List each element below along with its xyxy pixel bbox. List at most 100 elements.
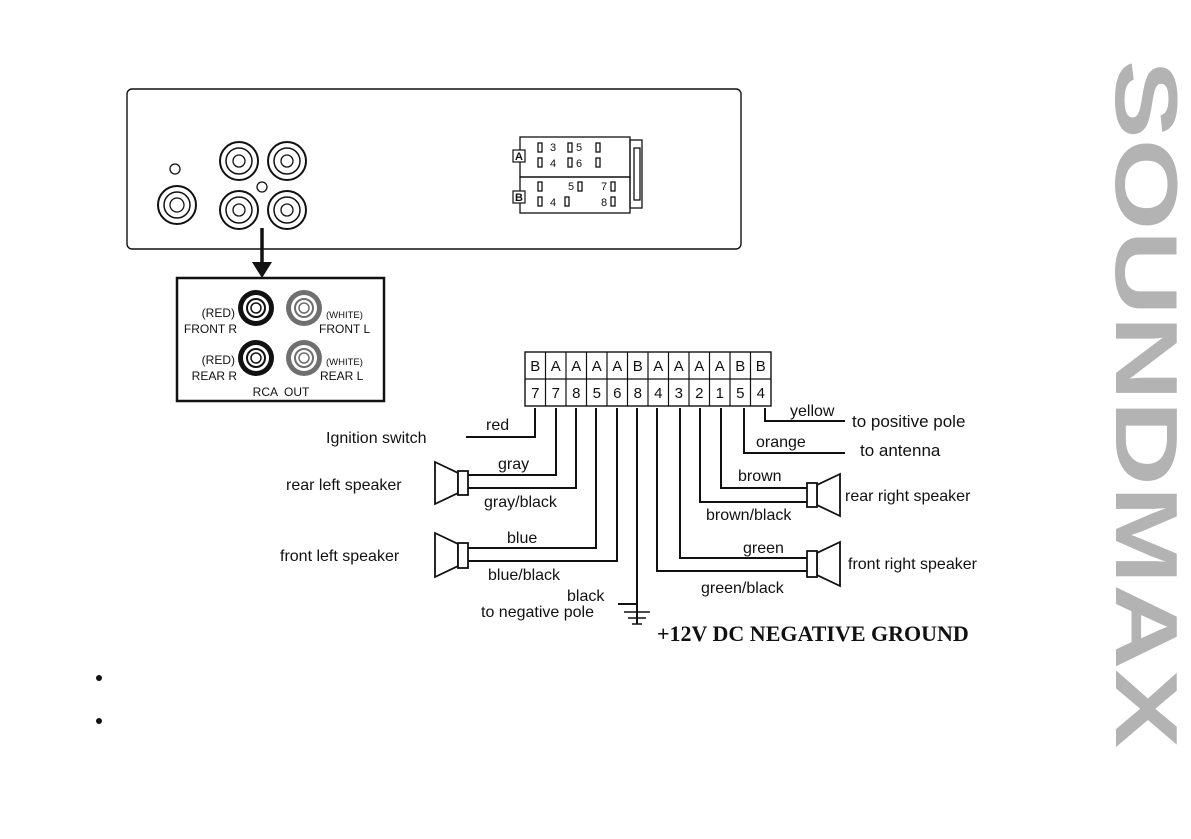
connector-pin-number: 5 <box>593 385 601 402</box>
rca-jack-rear-r <box>238 340 274 376</box>
wire-brown <box>720 408 810 489</box>
bullet-point <box>96 675 102 681</box>
wire-label-red: red <box>486 417 509 434</box>
rca-front-r-color: (RED) <box>202 306 235 320</box>
speaker-icon <box>806 472 841 518</box>
wire-label-orange: orange <box>756 434 806 451</box>
wire-blue-black <box>466 408 618 562</box>
panel-rca-jack <box>267 141 307 181</box>
wire-label-brown: brown <box>738 468 782 485</box>
ground-symbol <box>624 604 650 625</box>
rca-jack-front-l <box>286 290 322 326</box>
negative-pole-label: to negative pole <box>481 604 594 621</box>
wire-label-green-black: green/black <box>701 580 785 597</box>
connector-socket-letter: A <box>715 358 725 375</box>
rca-out-caption: RCA OUT <box>253 385 310 399</box>
rca-rear-r-color: (RED) <box>202 353 235 367</box>
connector-pin-number: 2 <box>695 385 703 402</box>
wire-orange <box>743 408 845 454</box>
speaker-icon <box>434 531 469 579</box>
rca-rear-l-label: REAR L <box>320 369 364 383</box>
connector-pin-number: 4 <box>654 385 662 402</box>
connector-pin-number: 4 <box>757 385 765 402</box>
wire-label-gray-black: gray/black <box>484 494 558 511</box>
connector-socket-letter: A <box>694 358 704 375</box>
connector-socket-letter: A <box>612 358 622 375</box>
connector-pin-number: 8 <box>634 385 642 402</box>
wire-label-gray: gray <box>498 456 529 473</box>
connector-socket-letter: A <box>551 358 561 375</box>
wire-yellow <box>764 408 845 422</box>
socket-b-label: B <box>515 192 523 204</box>
socket-a-pin: 5 <box>576 142 582 154</box>
head-unit-rear-panel: A B 3 5 4 6 5 7 4 8 <box>126 88 742 250</box>
panel-rca-jack <box>267 190 307 230</box>
socket-b-pin: 4 <box>550 197 556 209</box>
bullet-point <box>96 718 102 724</box>
panel-small-hole <box>169 163 181 175</box>
connector-pin-number: 7 <box>552 385 560 402</box>
wire-gray-black <box>466 408 577 489</box>
wires <box>466 408 845 605</box>
rear-right-speaker-label: rear right speaker <box>845 488 971 505</box>
connector-socket-letter: A <box>592 358 602 375</box>
rca-front-r-label: FRONT R <box>184 322 237 336</box>
front-right-speaker-label: front right speaker <box>848 556 978 573</box>
wire-black <box>618 408 638 605</box>
connector-socket-letter: A <box>571 358 581 375</box>
rca-out-detail: (RED) FRONT R (WHITE) FRONT L (RED) REAR… <box>175 276 386 403</box>
diagram-title: +12V DC NEGATIVE GROUND <box>657 621 969 646</box>
panel-center-hole <box>256 181 268 193</box>
speaker-icon <box>806 540 841 588</box>
wire-brown-black <box>699 408 810 503</box>
wire-gray <box>466 408 557 476</box>
panel-rca-jack <box>219 190 259 230</box>
socket-b-pin: 7 <box>601 181 607 193</box>
connector-socket-letter: B <box>530 358 540 375</box>
connector-socket-letter: A <box>653 358 663 375</box>
wire-label-black: black <box>567 588 605 605</box>
connector-pin-number: 8 <box>572 385 580 402</box>
rca-rear-l-color: (WHITE) <box>326 357 363 368</box>
positive-pole-label: to positive pole <box>852 412 965 431</box>
antenna-label: to antenna <box>860 441 941 460</box>
socket-a-pin: 6 <box>576 158 582 170</box>
rca-rear-r-label: REAR R <box>192 369 238 383</box>
wire-green <box>679 408 810 559</box>
connector-pin-number: 7 <box>531 385 539 402</box>
wire-green-black <box>656 408 810 572</box>
wire-label-brown-black: brown/black <box>706 507 792 524</box>
callout-arrow <box>252 228 272 278</box>
socket-b-pin: 8 <box>601 197 607 209</box>
wire-blue <box>466 408 597 549</box>
socket-b-pin: 5 <box>568 181 574 193</box>
rear-left-speaker-label: rear left speaker <box>286 477 402 494</box>
connector-socket-letter: B <box>633 358 643 375</box>
connector-socket-letter: B <box>756 358 766 375</box>
connector-pin-number: 5 <box>736 385 744 402</box>
front-left-speaker-label: front left speaker <box>280 548 400 565</box>
rca-jack-front-r <box>238 290 274 326</box>
panel-rca-jack <box>219 141 259 181</box>
connector-socket-letter: A <box>674 358 684 375</box>
wire-red <box>466 408 536 438</box>
connector-pin-number: 6 <box>613 385 621 402</box>
ignition-label: Ignition switch <box>326 430 427 447</box>
connector-socket-letter: B <box>735 358 745 375</box>
socket-a-label: A <box>515 151 523 163</box>
wire-label-blue-black: blue/black <box>488 567 561 584</box>
socket-a-pin: 4 <box>550 158 556 170</box>
connector-pin-number: 1 <box>716 385 724 402</box>
speaker-icon <box>434 460 469 506</box>
iso-socket-block: A B 3 5 4 6 5 7 4 8 <box>512 136 643 214</box>
wire-label-blue: blue <box>507 530 537 547</box>
brand-logo: SOUNDMAX <box>1097 60 1188 748</box>
wire-label-green: green <box>743 540 784 557</box>
rca-front-l-color: (WHITE) <box>326 310 363 321</box>
connector-pin-number: 3 <box>675 385 683 402</box>
brand-text: SOUNDMAX <box>1097 60 1188 748</box>
wire-label-yellow: yellow <box>790 403 835 420</box>
rca-front-l-label: FRONT L <box>319 322 370 336</box>
